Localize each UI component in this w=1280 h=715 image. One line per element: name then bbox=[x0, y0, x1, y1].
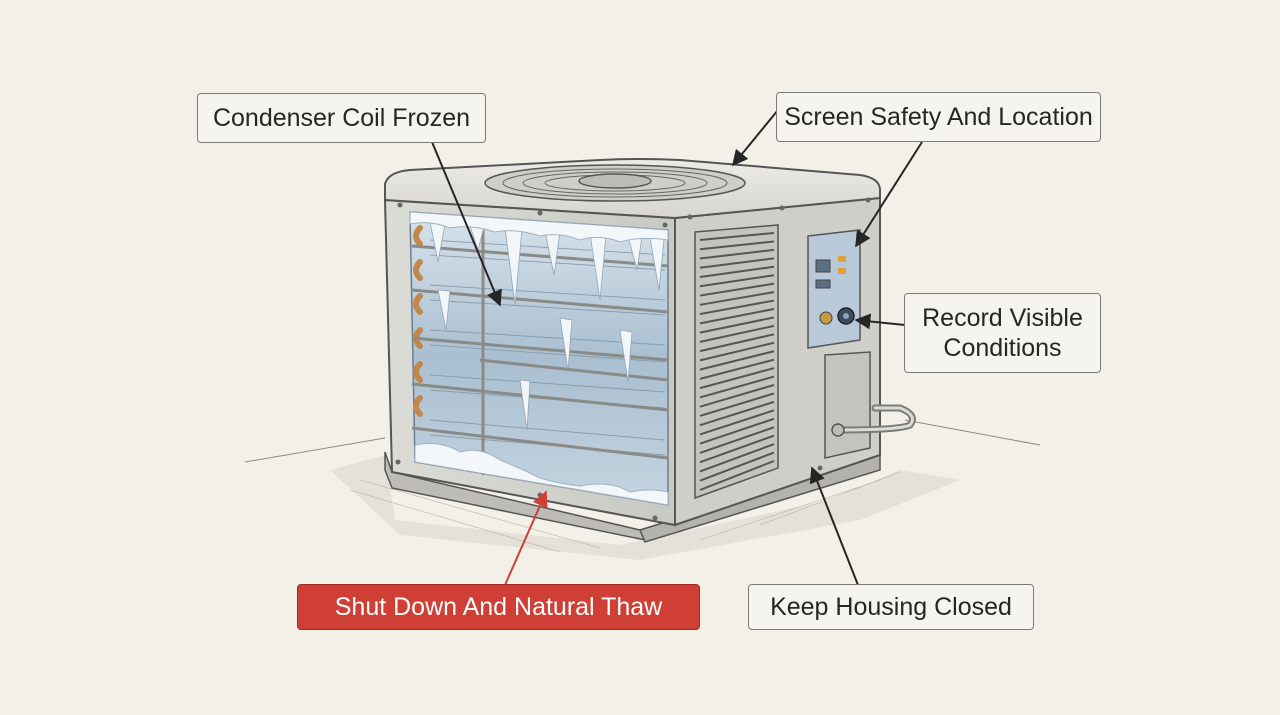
shutdown-leader bbox=[504, 490, 548, 586]
louver-slat bbox=[699, 232, 775, 241]
louver-slat bbox=[699, 341, 775, 362]
service-pipe bbox=[824, 351, 916, 459]
louver-slat bbox=[699, 409, 775, 436]
louver-slat bbox=[699, 350, 775, 371]
louver-slat bbox=[699, 240, 775, 251]
screen-safety-callout: Screen Safety And Location bbox=[776, 92, 1101, 142]
screen-leader-panel bbox=[855, 141, 923, 248]
louver-slat bbox=[699, 282, 775, 297]
louver-slat bbox=[699, 451, 775, 482]
louver-slat bbox=[699, 434, 775, 464]
frozen-coil bbox=[409, 211, 669, 506]
coil-leader bbox=[431, 141, 502, 307]
record-leader bbox=[854, 313, 906, 330]
louver-slat bbox=[699, 400, 775, 427]
louver-vents bbox=[694, 224, 779, 500]
louver-slat bbox=[699, 426, 775, 454]
keep-housing-closed-callout: Keep Housing Closed bbox=[748, 584, 1034, 630]
louver-slat bbox=[699, 384, 775, 408]
louver-slat bbox=[699, 274, 775, 288]
louver-slat bbox=[699, 299, 775, 316]
louver-slat bbox=[699, 333, 775, 353]
louver-slat bbox=[699, 375, 775, 399]
louver-slat bbox=[699, 257, 775, 269]
louver-slat bbox=[699, 443, 775, 473]
coil-frozen-callout: Condenser Coil Frozen bbox=[197, 93, 486, 143]
louver-slat bbox=[699, 417, 775, 445]
louver-slat bbox=[699, 324, 775, 343]
louver-slat bbox=[699, 248, 775, 260]
louver-slat bbox=[699, 308, 775, 325]
louver-slat bbox=[699, 291, 775, 306]
housing-leader bbox=[809, 466, 859, 586]
louver-slat bbox=[699, 358, 775, 380]
screen-leader-housing bbox=[731, 109, 779, 167]
louver-slat bbox=[699, 316, 775, 334]
leader-lines bbox=[431, 109, 923, 586]
louver-slat bbox=[699, 460, 775, 491]
shutdown-thaw-callout: Shut Down And Natural Thaw bbox=[297, 584, 700, 630]
louver-slat bbox=[699, 265, 775, 279]
record-conditions-callout: Record Visible Conditions bbox=[904, 293, 1101, 373]
fan-grille bbox=[484, 164, 746, 202]
louver-slat bbox=[699, 367, 775, 390]
control-panel bbox=[807, 229, 861, 349]
louver-slat bbox=[699, 392, 775, 417]
